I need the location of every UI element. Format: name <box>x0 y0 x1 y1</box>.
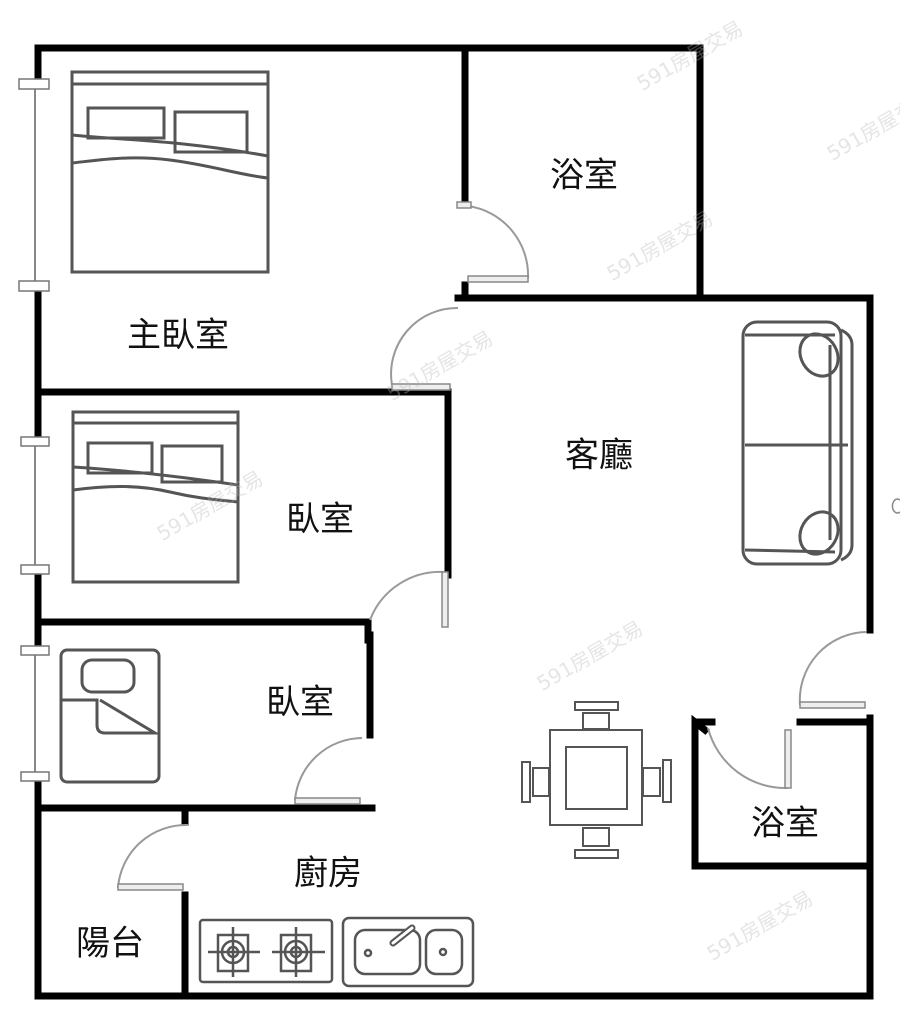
bed-icon-bedroom-2 <box>71 410 240 584</box>
edge-mark <box>891 498 900 514</box>
room-label-bathroom-1: 浴室 <box>550 155 618 196</box>
bed-icon-bedroom-3 <box>59 648 161 784</box>
room-label-bedroom-2: 臥室 <box>286 499 354 540</box>
room-label-living-room: 客廳 <box>565 435 633 476</box>
sofa-icon <box>741 320 854 566</box>
room-label-balcony: 陽台 <box>76 923 144 964</box>
room-label-kitchen: 廚房 <box>294 853 362 894</box>
doors <box>117 201 867 891</box>
dining-table-icon <box>521 701 672 859</box>
room-label-bathroom-2: 浴室 <box>751 803 819 844</box>
room-label-bedroom-3: 臥室 <box>266 682 334 723</box>
room-label-master-bedroom: 主臥室 <box>127 315 229 356</box>
sink-icon <box>341 916 475 988</box>
stove-icon <box>198 918 334 984</box>
windows <box>18 78 50 782</box>
bed-icon-master <box>70 70 270 274</box>
walls <box>34 44 874 1000</box>
